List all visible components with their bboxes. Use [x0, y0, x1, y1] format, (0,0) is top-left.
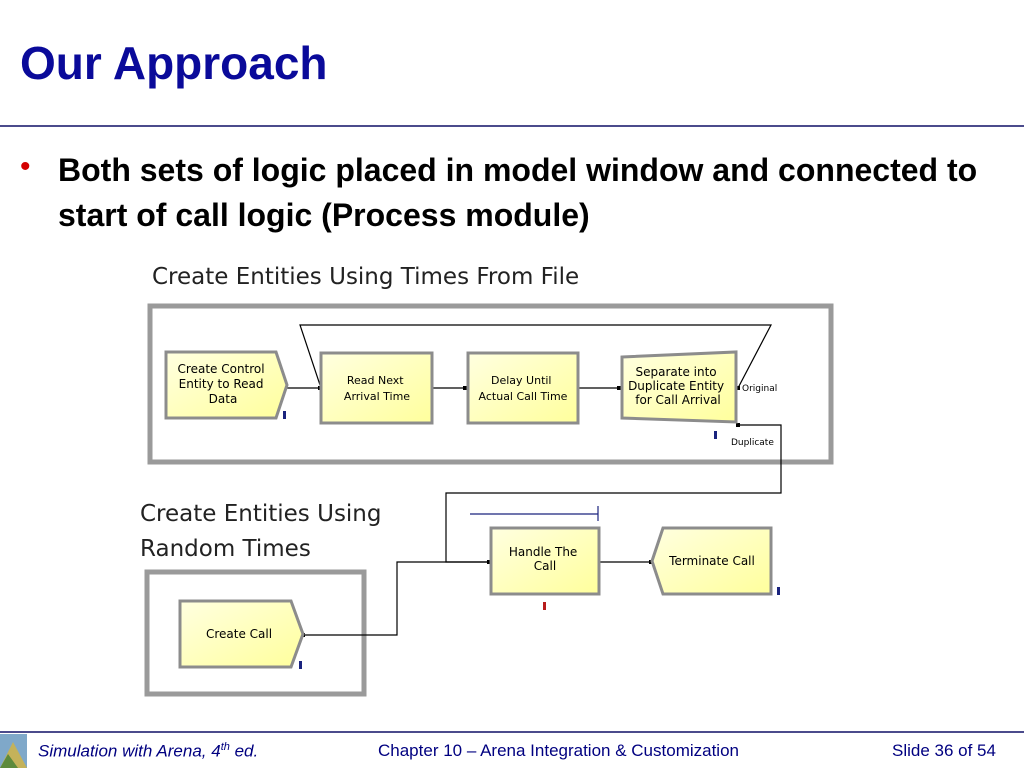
separate-duplicate-module[interactable]	[620, 350, 738, 424]
section-random-title-line2: Random Times	[140, 536, 311, 562]
create-call-module[interactable]	[178, 599, 305, 669]
section-file-title: Create Entities Using Times From File	[152, 264, 579, 290]
mark-terminate	[777, 587, 780, 595]
create-call-connector	[304, 561, 490, 636]
duplicate-branch-label: Duplicate	[731, 438, 774, 448]
handle-the-call-label: Handle The Call	[509, 545, 581, 573]
delay-until-label: Delay Until Actual Call Time	[479, 374, 568, 403]
create-control-entity-label: Create Control Entity to Read Data	[178, 362, 269, 406]
delay-until-module[interactable]	[466, 351, 580, 425]
footer-slide-number: Slide 36 of 54	[892, 741, 996, 760]
handle-the-call-module[interactable]	[489, 526, 601, 596]
create-control-entity-module[interactable]	[164, 350, 289, 420]
dot-handle-in	[487, 560, 491, 564]
bullet-marker: •	[20, 150, 31, 183]
separate-duplicate-label: Separate into Duplicate Entity for Call …	[628, 365, 728, 407]
mark-create-call	[299, 661, 302, 669]
slide-title: Our Approach	[20, 37, 328, 89]
mark-separate	[714, 431, 717, 439]
mark-handle	[543, 602, 546, 610]
read-next-arrival-module[interactable]	[319, 351, 434, 425]
arena-logo-icon	[0, 734, 27, 768]
module-status-marks	[283, 411, 780, 669]
footer-chapter: Chapter 10 – Arena Integration & Customi…	[378, 741, 739, 760]
bullet-text: Both sets of logic placed in model windo…	[58, 152, 978, 233]
section-random-title-line1: Create Entities Using	[140, 501, 382, 527]
terminate-call-module[interactable]	[650, 526, 773, 596]
terminate-call-label: Terminate Call	[668, 554, 755, 568]
create-call-label: Create Call	[206, 627, 272, 641]
connector-lines	[287, 324, 782, 636]
original-branch-label: Original	[742, 384, 777, 394]
file-logic-frame	[147, 303, 834, 465]
title-divider	[0, 125, 1024, 127]
dot-delay-in	[463, 386, 467, 390]
dot-original-out	[736, 386, 740, 390]
footer-divider	[0, 731, 1024, 733]
dot-separate-in	[617, 386, 621, 390]
dot-duplicate-out	[736, 423, 740, 427]
loop-connector	[299, 324, 772, 389]
mark-create-control	[283, 411, 286, 419]
read-next-arrival-label: Read Next Arrival Time	[344, 374, 410, 403]
random-logic-frame	[144, 569, 367, 697]
footer-book-title: Simulation with Arena, 4th ed.	[38, 741, 259, 761]
